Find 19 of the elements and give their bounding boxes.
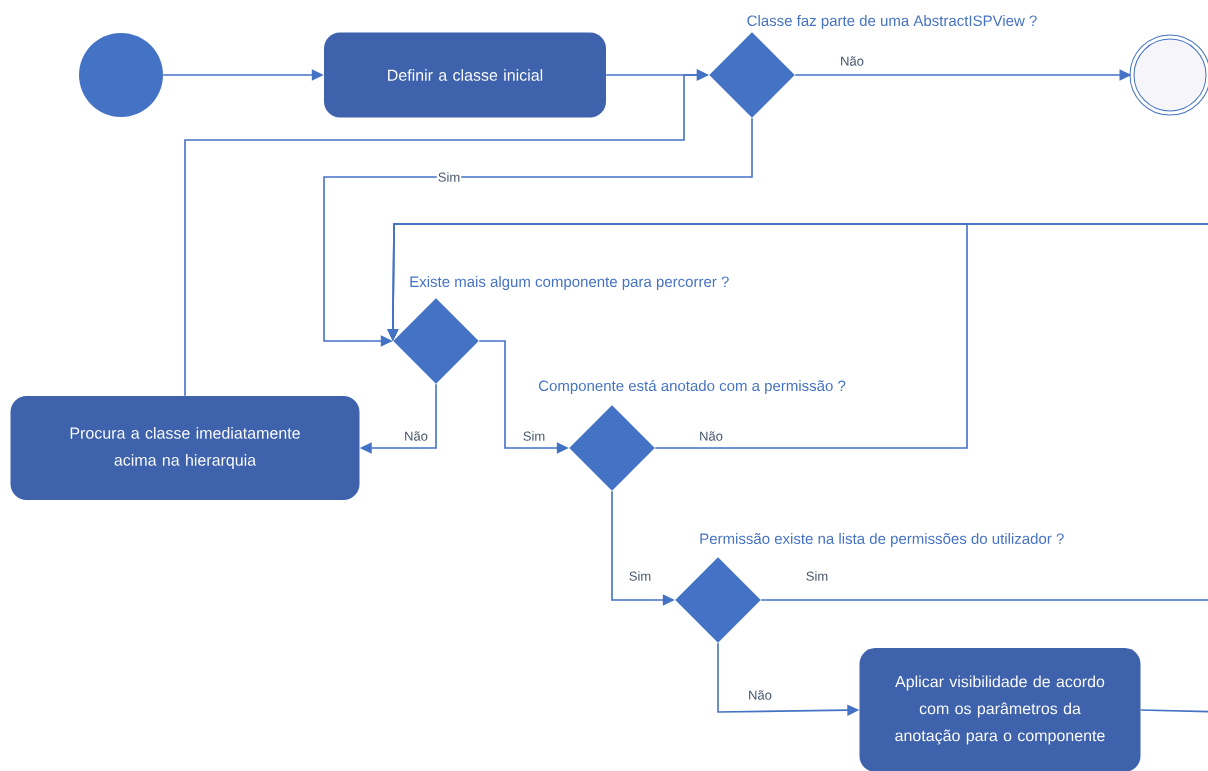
decision-question: Existe mais algum componente para percorrer ? [410,276,729,290]
process-box: Procura a classe imediatamente acima na hierarquia [10,396,360,500]
edge-label: Não [698,430,724,442]
edge-label: Sim [521,430,547,442]
process-box: Aplicar visibilidade de acordo com os parâmetros da anotação para o componente [859,648,1141,771]
end-circle [1129,34,1208,116]
arrow [323,117,753,347]
edge-label: Não [403,430,429,442]
edge-label: Não [839,55,865,67]
decision-question: Permissão existe na lista de permissões do utilizador ? [700,533,1064,547]
decision-question: Componente está anotado com a permissão ? [538,379,846,395]
start-circle [79,33,163,117]
decision-question: Classe faz parte de uma AbstractISPView ? [747,15,1037,29]
edge-label: Sim [804,570,830,582]
edge-label: Sim [436,171,462,183]
arrow [387,223,1208,713]
edge-label: Sim [627,570,653,582]
edge-label: Não [747,689,773,701]
process-box: Definir a classe inicial [324,32,606,118]
